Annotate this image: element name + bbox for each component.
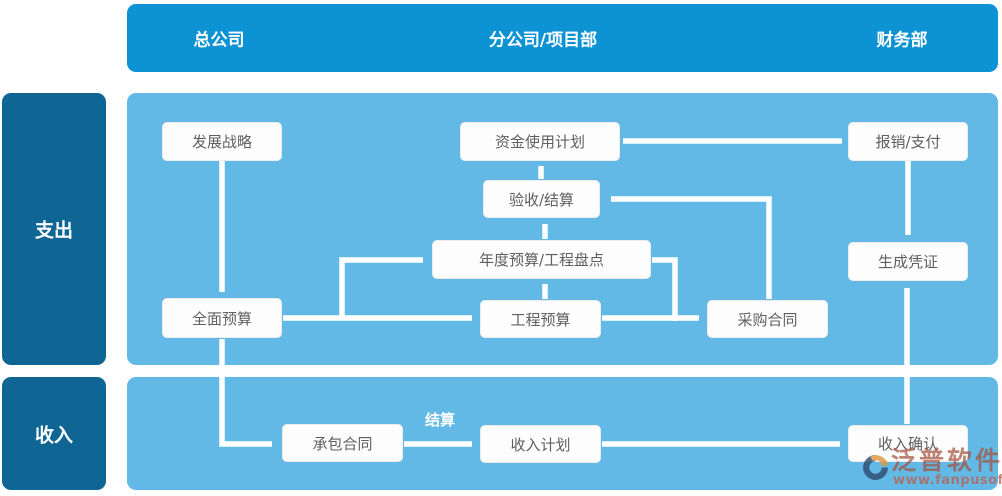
sidebar-row-expense: 支出 (2, 93, 106, 365)
watermark-url: www.fanpusoft.com (893, 473, 1002, 488)
watermark-brand: 泛普软件 (891, 446, 1002, 475)
node-generate-voucher: 生成凭证 (848, 242, 968, 281)
sidebar-row-income: 收入 (2, 377, 106, 490)
arrow-overall-budget-to-contracting (219, 339, 272, 447)
sidebar-row-income-label: 收入 (34, 424, 74, 446)
edge-label-settlement: 结算 (424, 411, 455, 429)
watermark-logo: 泛普软件 www.fanpusoft.com (862, 448, 1002, 488)
arrow-annual-budget-to-purchase (652, 257, 678, 321)
node-project-budget: 工程预算 (480, 300, 601, 338)
node-contracting-contract: 承包合同 (282, 424, 403, 462)
sidebar-row-expense-label: 支出 (34, 219, 74, 242)
header-column-finance: 财务部 (876, 30, 928, 51)
node-overall-budget: 全面预算 (162, 298, 282, 338)
header-column-branch-project: 分公司/项目部 (488, 30, 598, 51)
node-development-strategy: 发展战略 (162, 122, 282, 161)
header-column-head-office: 总公司 (193, 30, 245, 51)
fanpu-logo-icon (863, 455, 889, 480)
node-income-confirmation: 收入确认 (848, 425, 968, 462)
node-acceptance-settlement: 验收/结算 (483, 180, 600, 218)
arrow-overall-budget-to-annual-budget (339, 257, 423, 318)
header-bar: 总公司 分公司/项目部 财务部 (127, 4, 998, 72)
node-fund-use-plan: 资金使用计划 (460, 122, 620, 161)
node-reimburse-payment: 报销/支付 (848, 122, 968, 161)
node-annual-budget-inventory: 年度预算/工程盘点 (432, 240, 651, 279)
node-purchase-contract: 采购合同 (707, 300, 828, 338)
node-income-plan: 收入计划 (480, 425, 601, 463)
arrow-purchase-to-acceptance (611, 196, 772, 299)
